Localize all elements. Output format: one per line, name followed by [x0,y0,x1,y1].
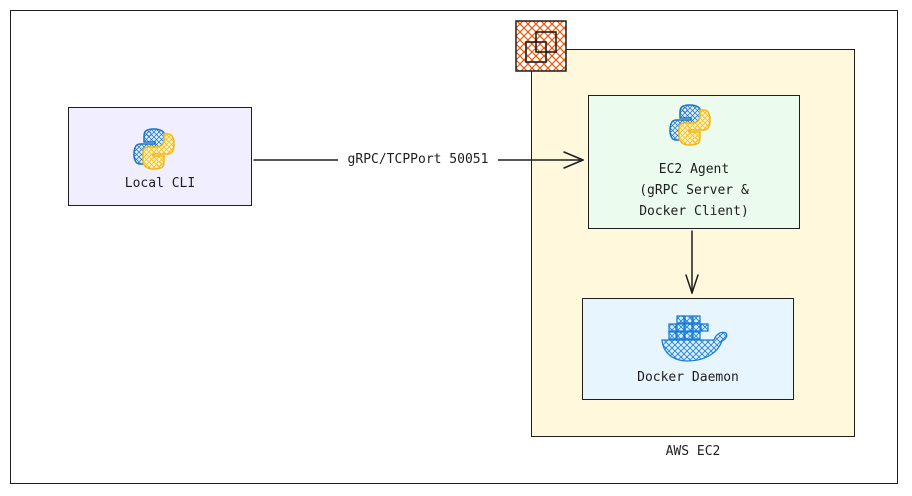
ec2-agent-label-line2: (gRPC Server & [639,183,749,198]
edge-label-grpc: gRPC/TCPPort 50051 [338,149,498,171]
docker-daemon-label: Docker Daemon [637,370,739,385]
local-cli-label: Local CLI [124,176,196,191]
aws-ec2-label: AWS EC2 [665,444,721,459]
ec2-agent-label-line3: Docker Client) [639,204,749,219]
ec2-agent-label-line1: EC2 Agent [658,162,730,177]
